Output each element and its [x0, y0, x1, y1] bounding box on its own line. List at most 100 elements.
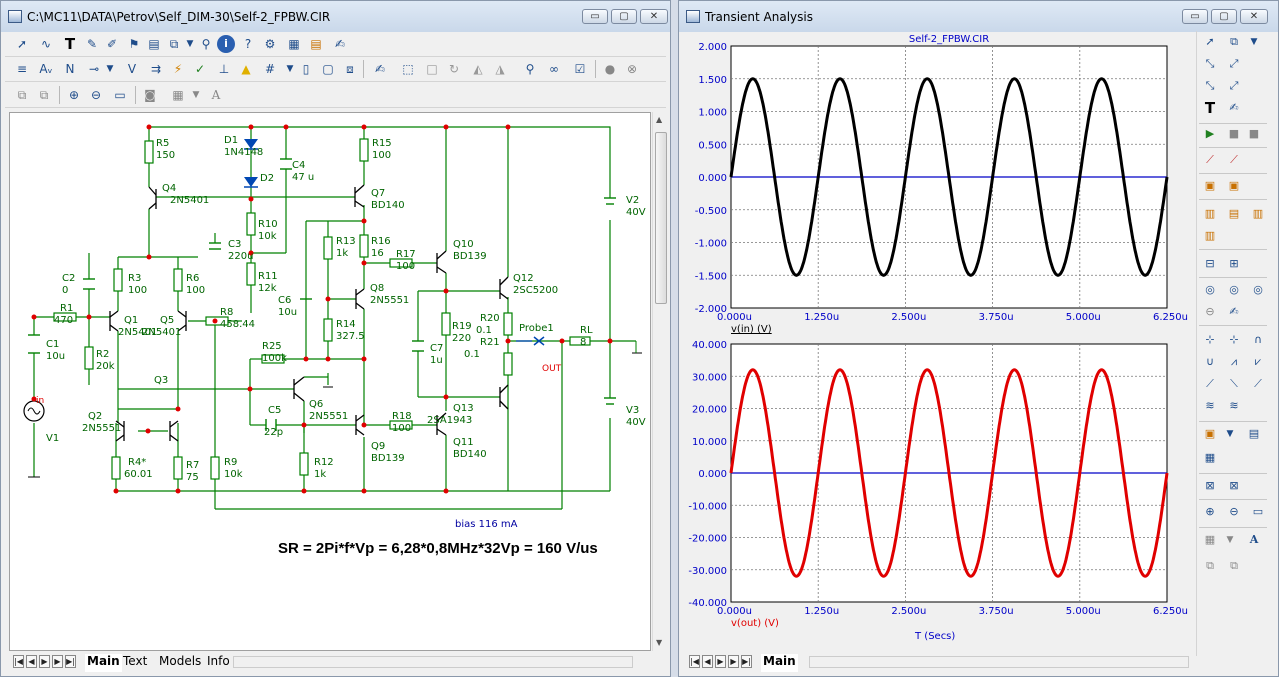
scroll-thumb[interactable]: [655, 132, 667, 304]
scale-icon[interactable]: ⤡: [1205, 57, 1215, 70]
close-button[interactable]: ✕: [1240, 9, 1268, 24]
font-icon[interactable]: A: [211, 88, 221, 102]
fit-y-icon[interactable]: ⊠: [1229, 479, 1239, 492]
prev-page-icon[interactable]: ◀: [702, 655, 713, 668]
separate-plots-icon[interactable]: ⊟: [1205, 257, 1215, 270]
edit-properties-icon[interactable]: ✍: [334, 37, 346, 51]
cursor-right-icon[interactable]: ⊹: [1229, 333, 1239, 346]
check-icon[interactable]: ✓: [194, 62, 206, 76]
peak-icon[interactable]: ∩: [1253, 333, 1263, 346]
fit-x-icon[interactable]: ⊠: [1205, 479, 1215, 492]
edit-icon[interactable]: ✍: [1229, 305, 1239, 318]
rotate-icon[interactable]: ↻: [448, 62, 460, 76]
eraser-icon[interactable]: ✐: [106, 37, 118, 51]
pause-icon[interactable]: ■: [1248, 127, 1260, 140]
component-icon[interactable]: ▤: [148, 37, 160, 51]
zoom-fit-icon[interactable]: ▭: [114, 88, 126, 102]
stack-alt-icon[interactable]: ⧉: [39, 88, 49, 102]
maximize-button[interactable]: ▢: [611, 9, 637, 24]
cursor-alt-icon[interactable]: ⤢: [1229, 79, 1239, 92]
stack-icon[interactable]: ⧉: [1206, 559, 1214, 572]
tab-models[interactable]: Models: [159, 654, 202, 668]
panel-alt-icon[interactable]: ▣: [1228, 179, 1240, 192]
next-next-page-icon[interactable]: ▶: [728, 655, 739, 668]
cursor-left-icon[interactable]: ⊹: [1205, 333, 1215, 346]
chevron-down-icon[interactable]: ▼: [1250, 37, 1258, 47]
grid-text-icon[interactable]: Aᵥ: [39, 62, 53, 76]
find-icon[interactable]: ⚲: [525, 62, 535, 76]
prev-page-icon[interactable]: ◀: [26, 655, 37, 668]
tab-text[interactable]: Text: [123, 654, 148, 668]
box-icon[interactable]: □: [426, 62, 438, 76]
copy-component-icon[interactable]: ⧉: [169, 37, 179, 51]
binoculars-icon[interactable]: ∞: [549, 62, 559, 76]
next-icon[interactable]: ●: [604, 62, 616, 76]
chevron-down-icon[interactable]: ▼: [1226, 535, 1234, 545]
numeric-icon[interactable]: ▦: [1204, 451, 1216, 464]
scroll-up-icon[interactable]: ▲: [656, 115, 663, 124]
node-numbers-icon[interactable]: N: [65, 62, 75, 76]
flag-icon[interactable]: ⚑: [128, 37, 140, 51]
power-icon[interactable]: ⚡: [173, 62, 183, 76]
minimize-button[interactable]: ▭: [1182, 9, 1208, 24]
trace-icon[interactable]: ⟋: [1206, 153, 1214, 166]
warning-triangle-icon[interactable]: ▲: [241, 62, 251, 76]
next-page-icon[interactable]: ▶: [715, 655, 726, 668]
grid-icon[interactable]: #: [264, 62, 276, 76]
info-icon[interactable]: i: [217, 35, 235, 53]
node-voltages-icon[interactable]: V: [127, 62, 137, 76]
wire-mode-icon[interactable]: ∿: [40, 37, 52, 51]
font-icon[interactable]: A: [1249, 533, 1259, 546]
zoom-area-icon[interactable]: ⊖: [1205, 305, 1215, 318]
table-icon[interactable]: ▤: [310, 37, 322, 51]
schematic-horizontal-scrollbar[interactable]: [233, 656, 633, 668]
title-block-icon[interactable]: ⧈: [346, 62, 354, 76]
maximize-button[interactable]: ▢: [1211, 9, 1237, 24]
close-button[interactable]: ✕: [640, 9, 668, 24]
analysis-titlebar[interactable]: Transient Analysis ▭ ▢ ✕: [679, 1, 1278, 32]
low-icon[interactable]: ⩗: [1254, 355, 1262, 368]
properties-icon[interactable]: ✍: [1229, 101, 1239, 114]
chevron-down-icon[interactable]: ▼: [192, 90, 200, 100]
zoom-in-icon[interactable]: ⊕: [68, 88, 80, 102]
chevron-down-icon[interactable]: ▼: [1226, 429, 1234, 439]
last-page-icon[interactable]: ▶|: [741, 655, 752, 668]
panel-icon[interactable]: ▣: [1204, 179, 1216, 192]
checklist-icon[interactable]: ☑: [574, 62, 586, 76]
report-icon[interactable]: ▦: [288, 37, 300, 51]
first-page-icon[interactable]: |◀: [689, 655, 700, 668]
zoom-out-icon[interactable]: ⊖: [90, 88, 102, 102]
camera-icon[interactable]: ◙: [144, 88, 156, 102]
grid-lines-icon[interactable]: ▥: [1204, 207, 1216, 220]
zoom-fit-icon[interactable]: ▭: [1252, 505, 1264, 518]
global-low-icon[interactable]: ≋: [1205, 399, 1215, 412]
next-next-page-icon[interactable]: ▶: [52, 655, 63, 668]
list-icon[interactable]: ▤: [1248, 427, 1260, 440]
trace-alt-icon[interactable]: ⟋: [1230, 153, 1238, 166]
global-high-icon[interactable]: ⟋: [1254, 377, 1262, 390]
tab-info[interactable]: Info: [207, 654, 230, 668]
scope-third-icon[interactable]: ◎: [1253, 283, 1263, 296]
flip-vertical-icon[interactable]: ◮: [495, 62, 505, 76]
probe-icon[interactable]: ⚲: [201, 37, 211, 51]
help-icon[interactable]: ?: [244, 37, 252, 51]
select-arrow-icon[interactable]: ➚: [1205, 35, 1215, 48]
tag-icon[interactable]: ▣: [1204, 427, 1216, 440]
minimize-button[interactable]: ▭: [582, 9, 608, 24]
stop-icon[interactable]: ⊗: [626, 62, 638, 76]
scroll-down-icon[interactable]: ▼: [656, 638, 663, 647]
plot-grid-icon[interactable]: ⊞: [1229, 257, 1239, 270]
grid-rows-icon[interactable]: ▤: [1228, 207, 1240, 220]
tab-main[interactable]: Main: [761, 654, 798, 672]
current-arrows-icon[interactable]: ⇉: [150, 62, 162, 76]
valley-icon[interactable]: ∪: [1205, 355, 1215, 368]
high-icon[interactable]: ⩘: [1230, 355, 1238, 368]
select-arrow-icon[interactable]: ➚: [16, 37, 28, 51]
scope-alt-icon[interactable]: ◎: [1229, 283, 1239, 296]
copy-icon[interactable]: ⧉: [1230, 35, 1238, 48]
page-icon[interactable]: ▯: [302, 62, 310, 76]
analysis-horizontal-scrollbar[interactable]: [809, 656, 1189, 668]
text-tool-icon[interactable]: T: [64, 35, 76, 53]
last-page-icon[interactable]: ▶|: [65, 655, 76, 668]
